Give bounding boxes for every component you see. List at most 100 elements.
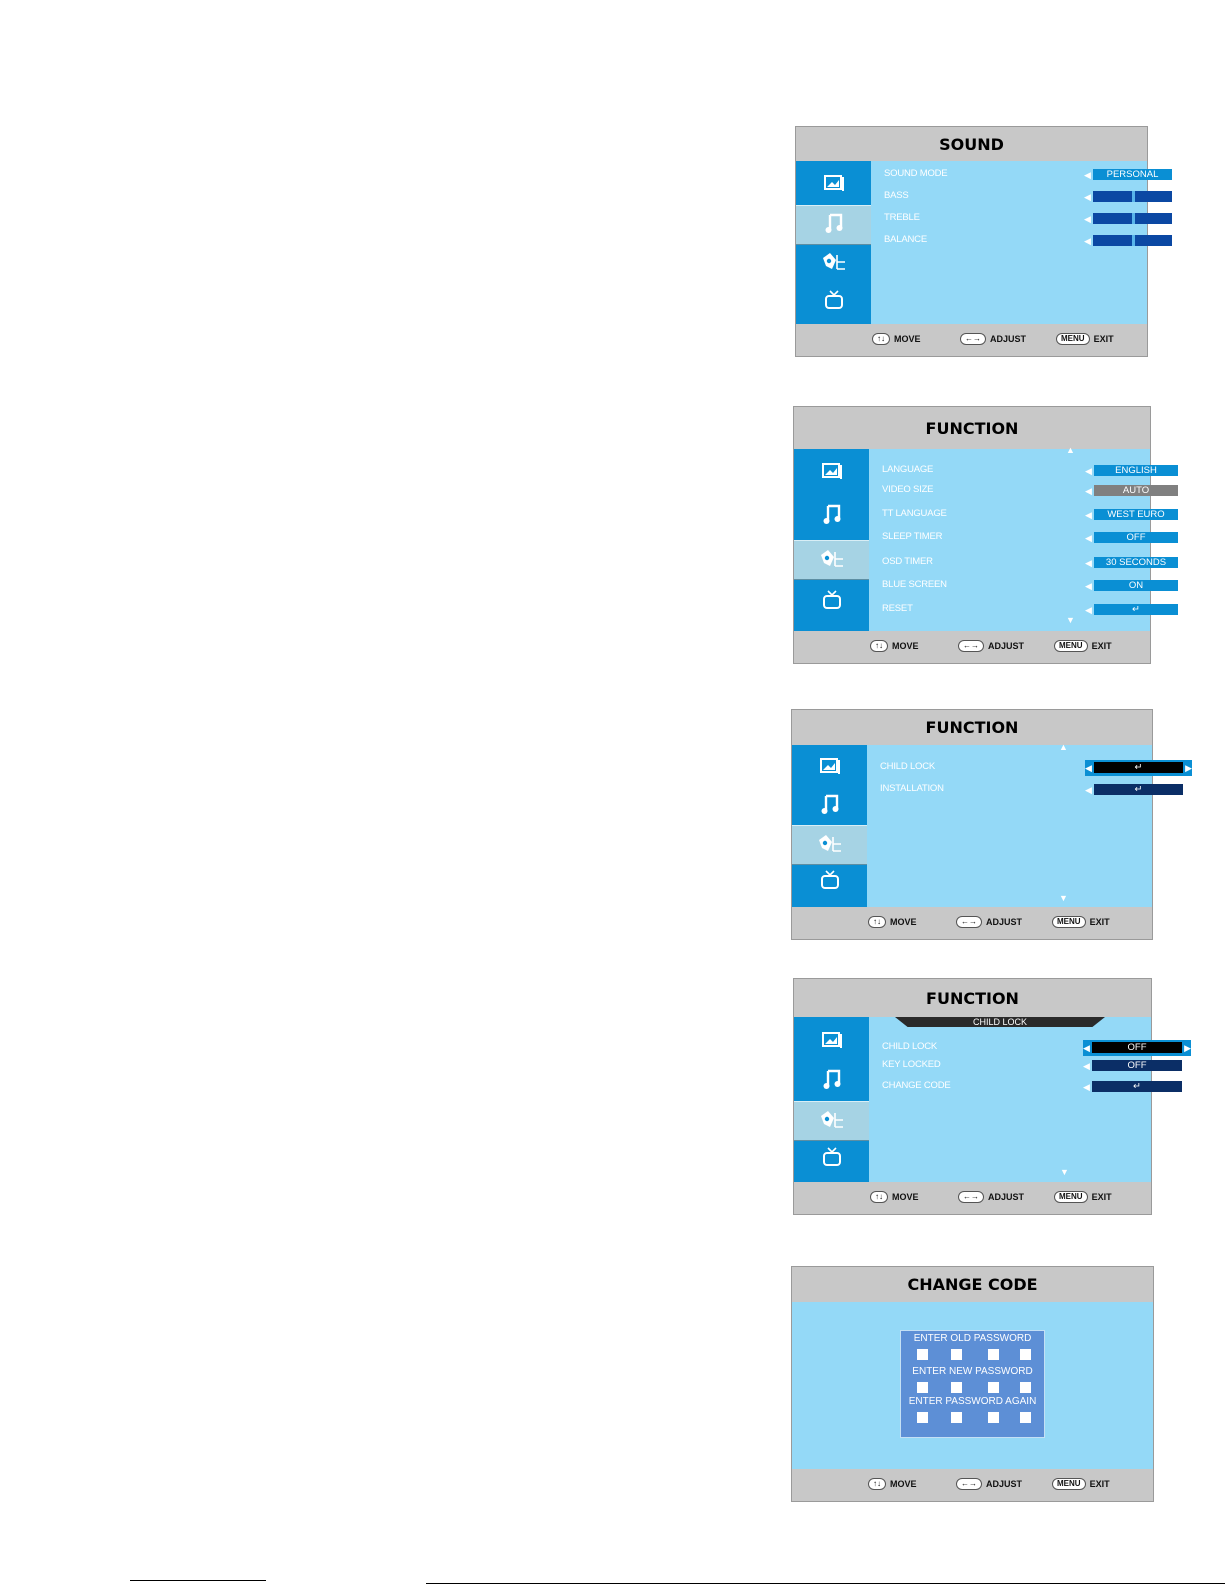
option-selector[interactable]: ◀▶AUTO (1085, 483, 1187, 499)
slider-knob[interactable] (1131, 213, 1135, 224)
arrow-right-icon[interactable]: ▶ (1180, 581, 1187, 591)
level-slider[interactable]: ◀▶ (1084, 211, 1181, 227)
adjust-hint-key[interactable]: ←→ (960, 333, 986, 345)
arrow-left-icon[interactable]: ◀ (1085, 605, 1092, 615)
adjust-hint-key[interactable]: ←→ (958, 640, 984, 652)
password-digit-cell[interactable] (1020, 1382, 1031, 1393)
menu-row[interactable]: KEY LOCKED◀▶OFF (869, 1057, 1191, 1075)
arrow-right-icon[interactable]: ▶ (1180, 486, 1187, 496)
menu-row[interactable]: CHANGE CODE◀▶↵ (869, 1078, 1191, 1096)
exit-hint-key[interactable]: MENU (1052, 916, 1086, 928)
menu-row[interactable]: BASS◀▶50 (871, 188, 1197, 206)
arrow-left-icon[interactable]: ◀ (1083, 1061, 1090, 1071)
arrow-left-icon[interactable]: ◀ (1085, 466, 1092, 476)
menu-tab-tv[interactable] (794, 583, 869, 621)
menu-tab-sound[interactable] (794, 497, 869, 535)
menu-tab-tv[interactable] (796, 283, 871, 321)
menu-row[interactable]: SOUND MODE◀▶PERSONAL (871, 166, 1181, 184)
password-digit-cell[interactable] (988, 1349, 999, 1360)
menu-tab-function[interactable] (794, 540, 869, 580)
password-digit-cell[interactable] (951, 1382, 962, 1393)
password-digit-cell[interactable] (1020, 1412, 1031, 1423)
menu-tab-tv[interactable] (792, 863, 867, 901)
menu-row[interactable]: RESET◀▶↵ (869, 601, 1187, 619)
option-selector[interactable]: ◀▶OFF (1085, 530, 1187, 546)
menu-tab-sound[interactable] (794, 1062, 869, 1100)
scroll-up-icon[interactable]: ▲ (1059, 742, 1068, 752)
password-digit-cell[interactable] (988, 1412, 999, 1423)
option-selector[interactable]: ◀▶OFF (1083, 1040, 1191, 1056)
arrow-right-icon[interactable]: ▶ (1180, 510, 1187, 520)
slider-track[interactable] (1093, 235, 1172, 246)
arrow-left-icon[interactable]: ◀ (1085, 486, 1092, 496)
arrow-left-icon[interactable]: ◀ (1084, 236, 1091, 246)
option-selector[interactable]: ◀▶↵ (1085, 602, 1187, 618)
menu-tab-sound[interactable] (796, 205, 871, 245)
move-hint-key[interactable]: ↑↓ (870, 640, 888, 652)
scroll-down-icon[interactable]: ▼ (1066, 615, 1075, 625)
menu-row[interactable]: SLEEP TIMER◀▶OFF (869, 529, 1187, 547)
arrow-left-icon[interactable]: ◀ (1085, 510, 1092, 520)
password-digit-cell[interactable] (917, 1382, 928, 1393)
slider-track[interactable] (1093, 191, 1172, 202)
password-digit-cell[interactable] (917, 1349, 928, 1360)
scroll-up-icon[interactable]: ▲ (1066, 445, 1075, 455)
arrow-left-icon[interactable]: ◀ (1085, 785, 1092, 795)
arrow-left-icon[interactable]: ◀ (1084, 192, 1091, 202)
move-hint-key[interactable]: ↑↓ (872, 333, 890, 345)
menu-row[interactable]: VIDEO SIZE◀▶AUTO (869, 482, 1187, 500)
arrow-right-icon[interactable]: ▶ (1180, 605, 1187, 615)
arrow-right-icon[interactable]: ▶ (1174, 192, 1181, 202)
arrow-left-icon[interactable]: ◀ (1085, 763, 1092, 773)
option-selector[interactable]: ◀▶OFF (1083, 1058, 1191, 1074)
menu-tab-picture[interactable] (796, 166, 871, 204)
arrow-left-icon[interactable]: ◀ (1084, 214, 1091, 224)
option-selector[interactable]: ◀▶↵ (1083, 1079, 1191, 1095)
exit-hint-key[interactable]: MENU (1056, 333, 1090, 345)
arrow-right-icon[interactable]: ▶ (1174, 236, 1181, 246)
level-slider[interactable]: ◀▶ (1084, 233, 1181, 249)
menu-tab-sound[interactable] (792, 787, 867, 825)
arrow-right-icon[interactable]: ▶ (1184, 1061, 1191, 1071)
menu-row[interactable]: INSTALLATION◀▶↵ (867, 781, 1192, 799)
menu-row[interactable]: CHILD LOCK◀▶OFF (869, 1039, 1191, 1057)
slider-track[interactable] (1093, 213, 1172, 224)
option-selector[interactable]: ◀▶30 SECONDS (1085, 555, 1187, 571)
menu-row[interactable]: LANGUAGE◀▶ENGLISH (869, 462, 1187, 480)
arrow-right-icon[interactable]: ▶ (1174, 170, 1181, 180)
option-selector[interactable]: ◀▶↵ (1085, 782, 1192, 798)
menu-row[interactable]: BALANCE◀▶0 (871, 232, 1192, 250)
move-hint-key[interactable]: ↑↓ (870, 1191, 888, 1203)
arrow-right-icon[interactable]: ▶ (1180, 466, 1187, 476)
arrow-left-icon[interactable]: ◀ (1085, 533, 1092, 543)
arrow-left-icon[interactable]: ◀ (1085, 558, 1092, 568)
menu-row[interactable]: CHILD LOCK◀▶↵ (867, 759, 1192, 777)
menu-row[interactable]: OSD TIMER◀▶30 SECONDS (869, 554, 1187, 572)
move-hint-key[interactable]: ↑↓ (868, 916, 886, 928)
option-selector[interactable]: ◀▶WEST EURO (1085, 507, 1187, 523)
menu-row[interactable]: BLUE SCREEN◀▶ON (869, 577, 1187, 595)
arrow-right-icon[interactable]: ▶ (1180, 558, 1187, 568)
menu-row[interactable]: TT LANGUAGE◀▶WEST EURO (869, 506, 1187, 524)
arrow-left-icon[interactable]: ◀ (1084, 170, 1091, 180)
menu-tab-function[interactable] (792, 825, 867, 865)
menu-tab-picture[interactable] (794, 454, 869, 492)
option-selector[interactable]: ◀▶PERSONAL (1084, 167, 1181, 183)
arrow-left-icon[interactable]: ◀ (1083, 1082, 1090, 1092)
arrow-left-icon[interactable]: ◀ (1085, 581, 1092, 591)
arrow-right-icon[interactable]: ▶ (1184, 1043, 1191, 1053)
scroll-down-icon[interactable]: ▼ (1059, 893, 1068, 903)
option-selector[interactable]: ◀▶ENGLISH (1085, 463, 1187, 479)
scroll-down-icon[interactable]: ▼ (1060, 1167, 1069, 1177)
password-digit-cell[interactable] (951, 1412, 962, 1423)
adjust-hint-key[interactable]: ←→ (956, 916, 982, 928)
arrow-left-icon[interactable]: ◀ (1083, 1043, 1090, 1053)
arrow-right-icon[interactable]: ▶ (1184, 1082, 1191, 1092)
move-hint-key[interactable]: ↑↓ (868, 1478, 886, 1490)
menu-row[interactable]: TREBLE◀▶50 (871, 210, 1197, 228)
password-digit-cell[interactable] (951, 1349, 962, 1360)
exit-hint-key[interactable]: MENU (1054, 1191, 1088, 1203)
arrow-right-icon[interactable]: ▶ (1185, 763, 1192, 773)
option-selector[interactable]: ◀▶ON (1085, 578, 1187, 594)
adjust-hint-key[interactable]: ←→ (956, 1478, 982, 1490)
